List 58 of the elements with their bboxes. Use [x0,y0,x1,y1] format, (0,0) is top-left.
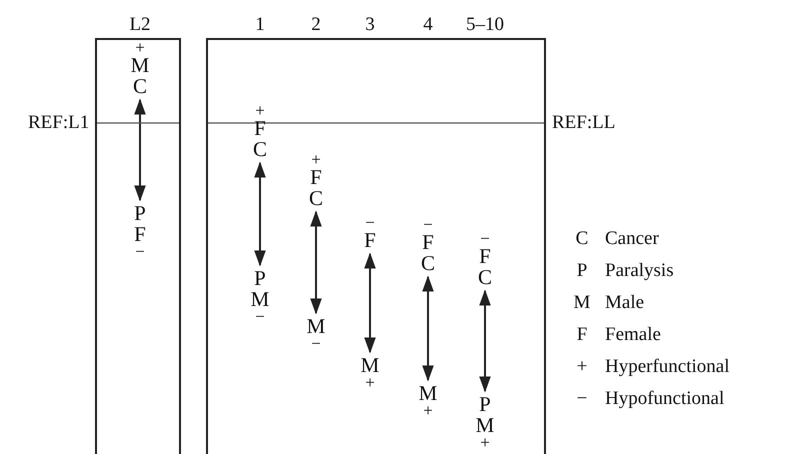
sign-symbol: − [364,216,376,230]
legend-text: Paralysis [605,260,674,282]
double-arrow [310,210,322,314]
column-heading: L2 [129,14,151,36]
letter-symbol: M [474,415,496,436]
legend-text: Cancer [605,228,659,250]
letter-symbol: F [363,230,377,251]
column-heading: 5–10 [466,14,504,36]
legend-symbol: C [576,228,588,250]
double-arrow [479,290,491,392]
column-heading: 3 [365,14,375,36]
letter-symbol: F [253,118,267,139]
sign-symbol: − [479,232,491,246]
letter-symbol: F [478,246,492,267]
double-arrow [422,276,434,382]
letter-symbol: P [478,394,492,415]
letter-symbol: C [420,253,436,274]
letter-symbol: M [306,316,326,337]
column-heading: 1 [255,14,265,36]
legend-text: Male [605,292,644,314]
letter-symbol: F [309,167,323,188]
reference-label: REF:LL [552,112,616,134]
sign-symbol: + [479,436,491,450]
sign-symbol: + [310,153,322,167]
legend-symbol: + [576,356,588,378]
letter-symbol: C [252,139,268,160]
legend-text: Female [605,324,661,346]
legend-symbol: P [576,260,588,282]
letter-symbol: M [360,355,380,376]
column-heading: 2 [311,14,321,36]
letter-symbol: M [250,289,270,310]
sign-symbol: − [254,310,266,324]
letter-symbol: M [418,383,438,404]
legend-symbol: F [576,324,588,346]
double-arrow [254,162,266,266]
letter-symbol: M [130,55,150,76]
letter-symbol: C [308,188,324,209]
legend-symbol: M [574,292,590,314]
sign-symbol: − [134,245,146,259]
sign-symbol: + [254,104,266,118]
double-arrow [134,98,146,202]
sign-symbol: + [134,41,146,55]
column-heading: 4 [423,14,433,36]
letter-symbol: P [253,268,267,289]
legend-text: Hypofunctional [605,388,724,410]
letter-symbol: C [476,267,493,288]
letter-symbol: F [133,224,147,245]
sign-symbol: + [364,376,376,390]
letter-symbol: C [132,76,148,97]
legend-text: Hyperfunctional [605,356,730,378]
letter-symbol: P [133,203,147,224]
double-arrow [364,252,376,354]
letter-symbol: F [421,232,435,253]
sign-symbol: − [422,218,434,232]
sign-symbol: − [310,337,322,351]
reference-label: REF:L1 [28,112,90,134]
legend-symbol: − [576,388,588,410]
sign-symbol: + [422,404,434,418]
